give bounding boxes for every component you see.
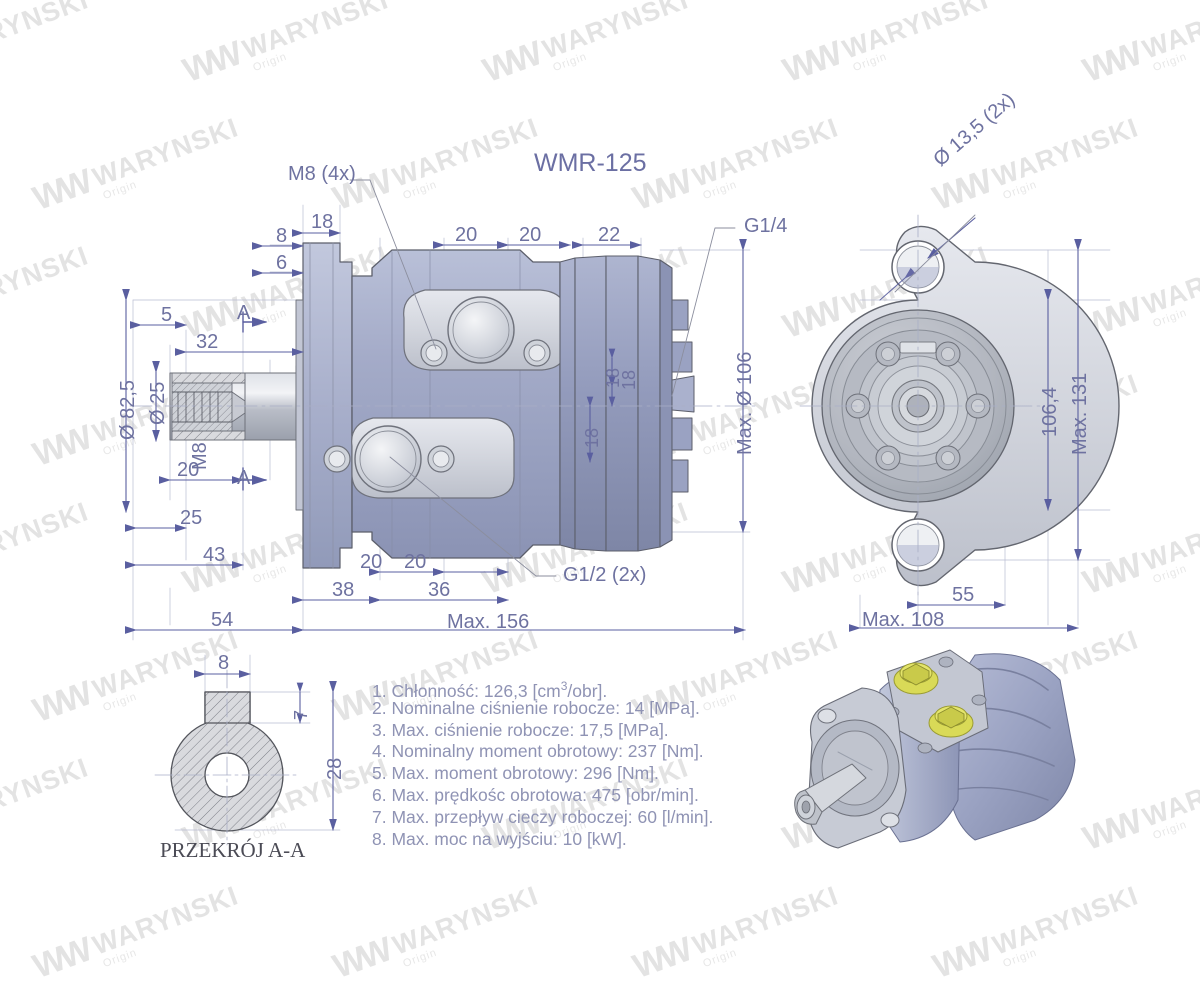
dim-section-7: 7 (291, 709, 311, 720)
dim-36: 36 (428, 579, 451, 601)
dim-20-bottom-a: 20 (360, 551, 383, 573)
callout-m8-4x: M8 (4x) (288, 163, 356, 185)
dim-18-v3: 18 (582, 427, 602, 448)
dim-6: 6 (276, 252, 288, 274)
dim-phi-82-5: Ø 82,5 (117, 379, 139, 440)
spec-line: 8. Max. moc na wyjściu: 10 [kW]. (372, 828, 627, 849)
dim-20-left: 20 (177, 459, 200, 481)
spec-line: 1. Chłonność: 126,3 [cm3/obr]. (372, 679, 608, 701)
dim-phi-25: Ø 25 (147, 381, 169, 425)
dim-max-108: Max. 108 (862, 609, 945, 631)
section-marker-a-top: A (237, 302, 251, 324)
dim-20-top-b: 20 (519, 224, 542, 246)
dim-18-top: 18 (311, 211, 334, 233)
dim-8: 8 (276, 225, 288, 247)
spec-line: 6. Max. prędkośc obrotowa: 475 [obr/min]… (372, 785, 699, 805)
dim-54: 54 (211, 609, 234, 631)
spec-line: 5. Max. moment obrotowy: 296 [Nm]. (372, 763, 659, 784)
dim-43: 43 (203, 544, 226, 566)
dim-32: 32 (196, 331, 219, 353)
dim-22: 22 (598, 224, 621, 246)
dim-5: 5 (161, 304, 173, 326)
callout-g1-4: G1/4 (744, 215, 788, 237)
dim-section-28: 28 (324, 757, 346, 780)
spec-line: 3. Max. ciśnienie robocze: 17,5 [MPa]. (372, 719, 669, 740)
dim-max-phi-106: Max. Ø 106 (734, 351, 756, 455)
dim-max-156: Max. 156 (447, 611, 530, 633)
dim-106-4: 106,4 (1039, 386, 1061, 437)
callout-g1-2-2x: G1/2 (2x) (563, 564, 647, 586)
section-caption: PRZEKRÓJ A-A (160, 838, 306, 862)
dim-20-top-a: 20 (455, 224, 478, 246)
dim-25-left: 25 (180, 507, 203, 529)
page-title: WMR-125 (534, 149, 647, 177)
dim-55: 55 (952, 584, 975, 606)
spec-line: 7. Max. przepływ cieczy roboczej: 60 [l/… (372, 806, 714, 827)
dim-20-bottom-b: 20 (404, 551, 427, 573)
dim-38: 38 (332, 579, 355, 601)
dim-max-131: Max. 131 (1069, 372, 1091, 455)
spec-line: 4. Nominalny moment obrotowy: 237 [Nm]. (372, 741, 704, 762)
dim-18-v2: 18 (619, 369, 639, 390)
spec-line: 2. Nominalne ciśnienie robocze: 14 [MPa]… (372, 697, 700, 718)
dim-section-8: 8 (218, 652, 230, 674)
section-marker-a-bottom: A (237, 467, 251, 489)
